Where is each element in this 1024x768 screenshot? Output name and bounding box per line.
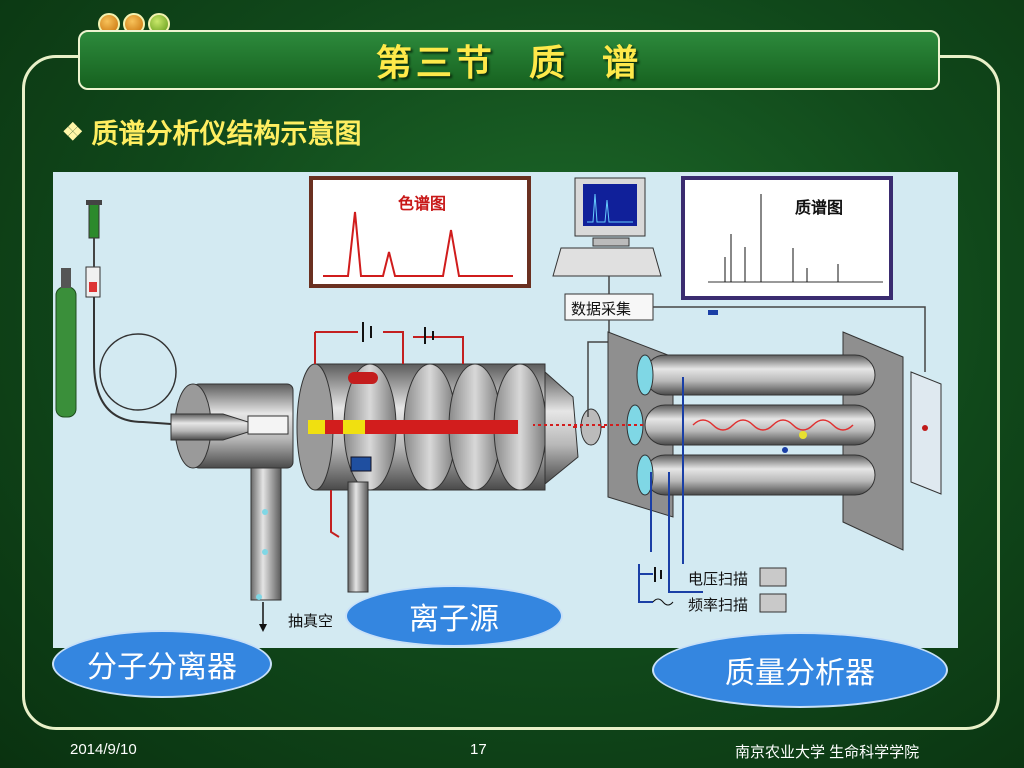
heading-text: 质谱分析仪结构示意图 (91, 119, 362, 150)
mass-analyzer-callout: 质量分析器 (652, 632, 948, 708)
molecular-separator-icon (170, 383, 294, 632)
ion-source-icon (296, 322, 579, 593)
mass-spectrometer-diagram: 色谱图 质谱图 数据采集 抽真空 电压扫描 频率扫描 (53, 172, 958, 648)
computer-icon (552, 177, 662, 277)
ion-source-callout: 离子源 (345, 585, 563, 647)
diamond-bullet-icon: ❖ (62, 117, 84, 146)
chromatogram-panel (309, 176, 531, 288)
voltage-scan-label: 电压扫描 (688, 570, 749, 588)
data-acquisition-label: 数据采集 (571, 300, 632, 318)
quadrupole-analyzer-icon (533, 331, 942, 613)
molecular-separator-callout: 分子分离器 (52, 630, 272, 698)
title-bar: 第三节 质 谱 (78, 30, 940, 90)
mass-spectrum-panel (681, 176, 893, 300)
chromatogram-label: 色谱图 (398, 194, 447, 213)
frequency-scan-label: 频率扫描 (688, 596, 749, 614)
footer-page-number: 17 (470, 741, 487, 758)
footer-date: 2014/9/10 (70, 741, 137, 758)
footer-institution: 南京农业大学 生命科学学院 (735, 744, 920, 761)
slide-heading: ❖ 质谱分析仪结构示意图 (62, 112, 362, 151)
slide-title: 第三节 质 谱 (375, 42, 643, 84)
diagram-drawing (55, 176, 942, 632)
mass-spectrum-label: 质谱图 (795, 198, 844, 217)
vacuum-label: 抽真空 (288, 612, 334, 630)
gas-cylinder-icon (55, 200, 177, 425)
